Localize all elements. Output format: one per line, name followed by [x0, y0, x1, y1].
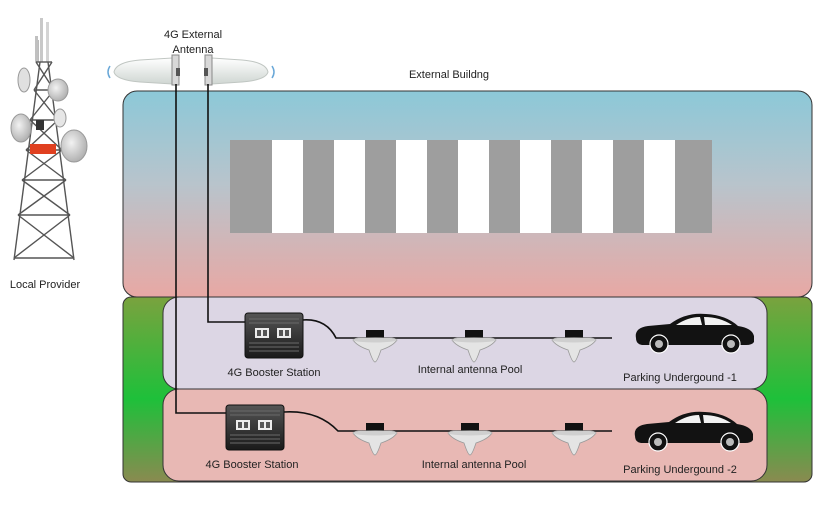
antenna-label-line1: 4G External: [164, 29, 222, 41]
level1-cable: [301, 319, 612, 339]
building-label: External Buildng: [409, 69, 489, 81]
antenna-cables: [175, 84, 246, 414]
panel-antenna-icon: [107, 54, 275, 86]
booster-label: 4G Booster Station: [228, 367, 321, 379]
level2-cable: [283, 411, 612, 432]
booster-station-icon: [225, 404, 285, 451]
building-windows: [230, 140, 712, 233]
cell-tower-icon: [10, 18, 88, 261]
parking-label: Parking Undergound -2: [623, 464, 737, 476]
booster-station-icon: [244, 312, 304, 359]
tower-label: Local Provider: [10, 279, 81, 291]
antenna-label-line2: Antenna: [173, 44, 215, 56]
parking-label: Parking Undergound -1: [623, 372, 737, 384]
booster-label: 4G Booster Station: [206, 459, 299, 471]
antenna-pool-label: Internal antenna Pool: [418, 364, 523, 376]
antenna-pool-label: Internal antenna Pool: [422, 459, 527, 471]
